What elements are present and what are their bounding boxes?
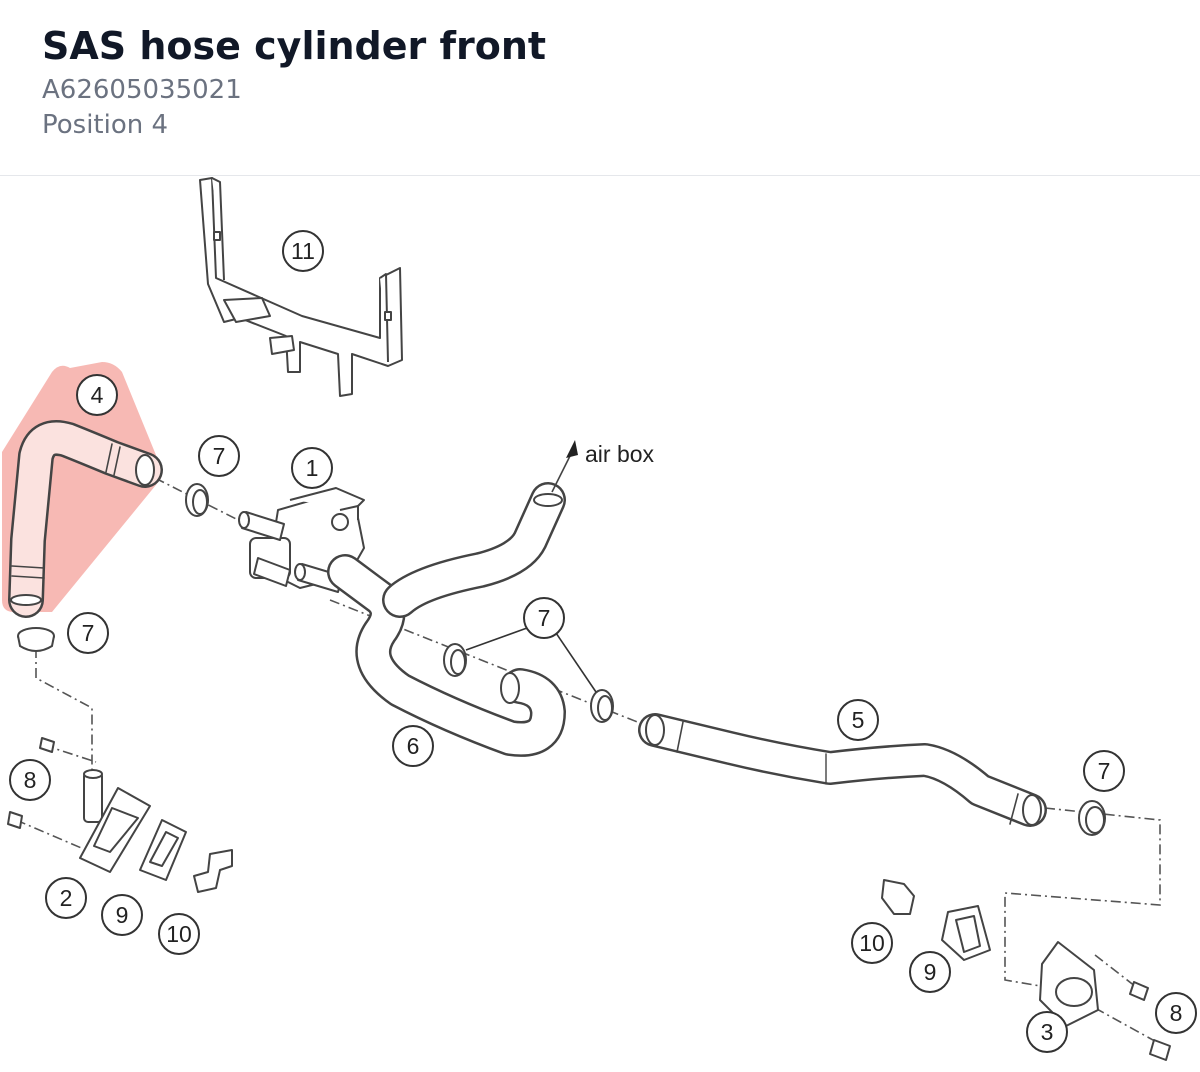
callout-clamp-middle: 7 (538, 605, 551, 631)
part-title: SAS hose cylinder front (42, 24, 547, 68)
hose-rear-part[interactable] (638, 713, 1047, 827)
callout-hose-loop: 6 (407, 733, 420, 759)
callout-circles (9, 230, 1197, 1053)
callout-hose-rear: 5 (852, 707, 865, 733)
callout-screws-right: 8 (1170, 1000, 1183, 1026)
callout-clamp-right: 7 (1098, 758, 1111, 784)
clamp-parts[interactable] (17, 483, 1106, 836)
air-box-label: air box (585, 441, 655, 467)
callout-screws-left: 8 (24, 767, 37, 793)
bracket-part[interactable] (199, 177, 403, 397)
hose-front-part[interactable] (8, 420, 163, 618)
callout-leaders (465, 627, 597, 693)
hose-loop-part[interactable] (327, 482, 566, 757)
left-cover-assembly[interactable] (7, 737, 233, 893)
callout-cover-left: 2 (60, 885, 73, 911)
part-position: Position 4 (42, 110, 169, 140)
callout-bracket: 11 (291, 238, 315, 264)
callout-reed-left: 10 (166, 921, 192, 947)
callout-cover-right: 3 (1041, 1019, 1054, 1045)
assembly-lines (15, 477, 1163, 1046)
callout-gasket-left: 9 (116, 902, 129, 928)
callout-clamp-top: 7 (213, 443, 226, 469)
part-header: SAS hose cylinder front A62605035021 Pos… (0, 0, 1200, 176)
air-box-arrow (551, 440, 578, 493)
callout-reed-right: 10 (859, 930, 885, 956)
callout-gasket-right: 9 (924, 959, 937, 985)
callout-clamp-left: 7 (82, 620, 95, 646)
right-cover-assembly[interactable] (881, 879, 1171, 1061)
callout-hose-front[interactable]: 4 (91, 382, 104, 408)
callout-valve: 1 (306, 455, 319, 481)
exploded-parts-diagram: 11 4 7 1 7 7 5 6 7 8 2 9 10 10 9 3 8 air… (2, 177, 1197, 1061)
part-number: A62605035021 (42, 75, 242, 105)
